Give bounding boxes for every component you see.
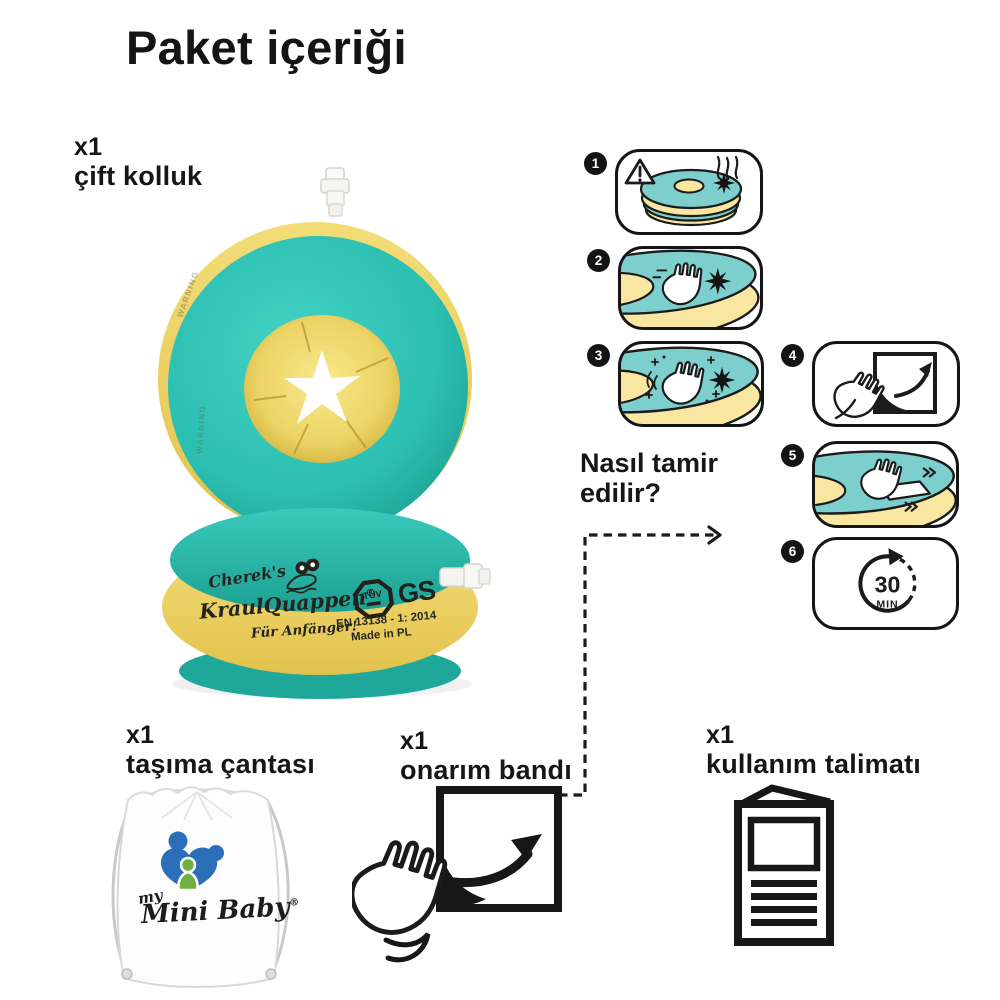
timer-unit: MIN	[876, 599, 898, 611]
step-5-badge: 5	[781, 444, 804, 467]
sparkles	[645, 356, 720, 399]
armbands-label-text: çift kolluk	[74, 161, 203, 191]
warning-print-2: WARNING	[195, 404, 207, 454]
step-6-badge: 6	[781, 540, 804, 563]
frog-logo-icon	[285, 558, 320, 594]
armband-upright: WARNING WARNING	[158, 167, 472, 536]
clean-area-icon	[621, 346, 761, 424]
wait-30-min-icon: 30 MIN	[858, 548, 917, 613]
repair-patch-icon	[352, 786, 562, 963]
tuv-cert-text: TÜV	[362, 589, 383, 603]
repair-step-3: 3	[587, 341, 764, 427]
bag-logo-registered: ®	[289, 897, 300, 909]
air-leak-lines	[716, 155, 739, 181]
repair-heading-line2: edilir?	[580, 477, 662, 508]
dashed-connector-arrow	[559, 525, 722, 797]
warning-triangle-icon	[624, 158, 656, 185]
step-3-badge: 3	[587, 344, 610, 367]
repair-step-2: 2	[587, 246, 763, 330]
manual-label-text: kullanım talimatı	[706, 749, 921, 779]
step-4-badge: 4	[781, 344, 804, 367]
repair-step-6: 6 30 MIN	[781, 537, 959, 630]
armbands-quantity: x1	[74, 133, 103, 161]
tape-quantity: x1	[400, 727, 429, 755]
page-title: Paket içeriği	[126, 21, 407, 74]
repair-heading-line1: Nasıl tamir	[580, 448, 719, 478]
punctured-ring-warning-icon	[624, 155, 743, 227]
bag-quantity: x1	[126, 721, 155, 749]
press-chevrons	[904, 467, 936, 512]
locate-leak-icon	[621, 249, 760, 327]
bag-folds	[161, 791, 233, 821]
wipe-arcs	[646, 371, 658, 390]
manual-quantity: x1	[706, 721, 735, 749]
valve-side-icon	[439, 563, 491, 589]
star-hole	[284, 350, 360, 424]
peel-patch-icon	[826, 352, 937, 424]
repair-step-5: 5	[781, 441, 959, 528]
repair-heading: Nasıl tamir edilir?	[580, 448, 719, 508]
booklet-icon	[734, 784, 834, 946]
bag-label: x1 taşıma çantası	[126, 721, 315, 779]
tape-label-text: onarım bandı	[400, 755, 572, 785]
timer-value: 30	[875, 572, 901, 598]
bag-label-text: taşıma çantası	[126, 749, 315, 779]
valve-top-icon	[320, 167, 350, 217]
motion-dashes	[652, 269, 668, 279]
manual-label: x1 kullanım talimatı	[706, 721, 921, 779]
repair-step-4: 4	[781, 341, 960, 427]
step-2-badge: 2	[587, 249, 610, 272]
drawstring-bag-image	[111, 786, 290, 988]
armbands-product-image: WARNING WARNING	[158, 167, 491, 699]
armbands-label: x1 çift kolluk	[74, 133, 202, 191]
apply-patch-icon	[815, 450, 956, 525]
gs-cert-text: GS	[396, 574, 437, 610]
family-heart-logo-icon	[160, 831, 224, 892]
tape-label: x1 onarım bandı	[400, 727, 572, 785]
armband-flat	[162, 508, 491, 699]
repair-step-1: 1	[584, 149, 763, 235]
cone-crease-lines	[253, 321, 389, 455]
tuv-cert-icon: TÜV	[352, 578, 394, 620]
step-1-badge: 1	[584, 152, 607, 175]
